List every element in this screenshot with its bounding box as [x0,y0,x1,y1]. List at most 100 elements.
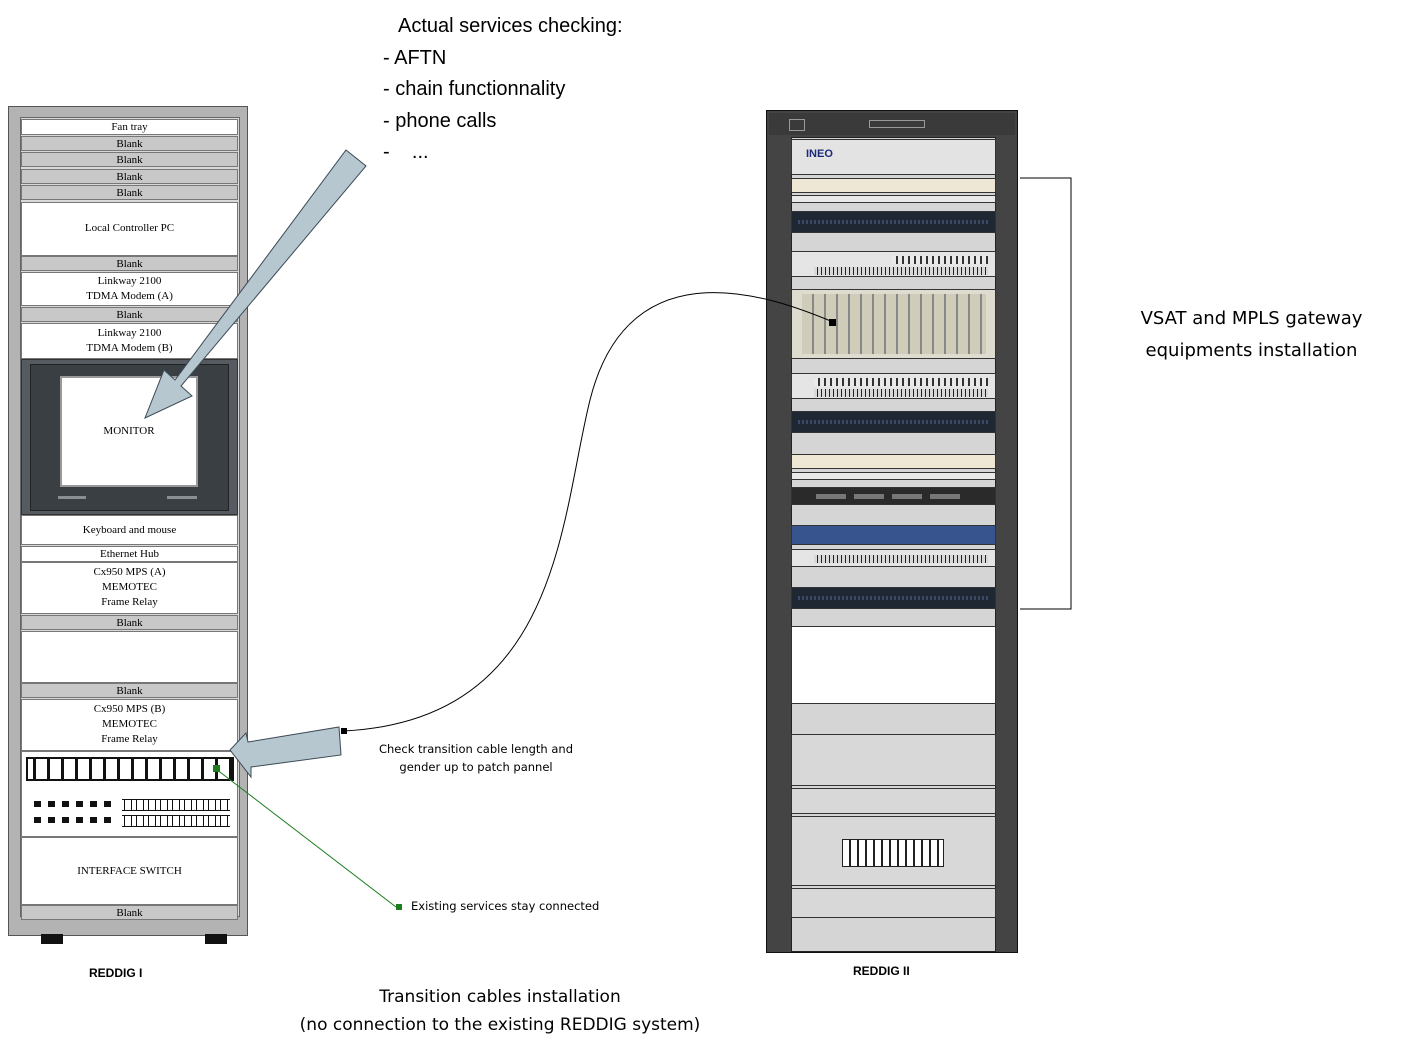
switch-leds [34,817,116,823]
keyboard-unit: Keyboard and mouse [21,515,238,545]
check-annotation-line: Check transition cable length and [378,742,574,756]
existing-services-marker [213,765,220,772]
switch-leds [34,801,116,807]
router-device [791,587,996,609]
bottom-annotation: Transition cables installation (no conne… [270,983,730,1039]
modem-a-sublabel: TDMA Modem (A) [86,290,173,302]
mps-a-unit: Cx950 MPS (A) MEMOTEC Frame Relay [21,562,238,614]
monitor-button [58,496,86,499]
blank-unit: Blank [21,185,238,200]
modem-b-sublabel: TDMA Modem (B) [86,342,173,354]
spacer-device [791,195,996,203]
rack-reddig-2: INEO [766,110,1018,953]
rack-2-caption: REDDIG II [853,964,910,978]
gateway-bracket [1020,177,1072,610]
mps-a-vendor: MEMOTEC [102,581,157,593]
rack-1-foot [41,934,63,944]
local-controller-pc-unit: Local Controller PC [21,202,238,256]
power-panel [791,816,996,886]
modem-a-unit: Linkway 2100 TDMA Modem (A) [21,272,238,306]
monitor-label: MONITOR [103,425,155,437]
mps-b-unit: Cx950 MPS (B) MEMOTEC Frame Relay [21,699,238,751]
gateway-annotation: VSAT and MPLS gateway equipments install… [1090,303,1413,367]
mps-b-vendor: MEMOTEC [102,718,157,730]
cable-end-marker [341,728,347,734]
spacer-device [791,472,996,480]
check-annotation-line: gender up to patch pannel [399,760,553,774]
bottom-annotation-line: (no connection to the existing REDDIG sy… [299,1015,701,1035]
check-arrow [229,726,342,779]
blank-label: Blank [116,617,143,629]
rack-1-caption: REDDIG I [89,966,143,980]
existing-services-annotation: Existing services stay connected [411,899,600,913]
blank-unit: Blank [21,169,238,184]
router-vent [798,220,988,224]
rack-2-top [769,113,1015,135]
blank-unit: Blank [21,152,238,167]
blank-label: Blank [116,907,143,919]
router-vent [798,596,988,600]
mps-a-label: Cx950 MPS (A) [93,566,166,578]
interface-switch-unit: INTERFACE SWITCH [21,837,238,905]
switch-ports [892,256,988,264]
bottom-annotation-line: Transition cables installation [379,987,621,1007]
services-note-item: - chain functionnality [383,78,566,100]
existing-services-line [215,768,397,908]
blank-unit: Blank [21,136,238,151]
chassis-device [791,289,996,359]
modem-b-unit: Linkway 2100 TDMA Modem (B) [21,323,238,359]
monitor-button [167,496,197,499]
services-note: Actual services checking: - AFTN - chain… [383,11,623,169]
transition-cable [343,292,834,732]
modem-device [791,454,996,469]
rack-2-vent-square [789,119,805,131]
mps-b-label: Cx950 MPS (B) [93,703,166,715]
ethernet-hub-label: Ethernet Hub [100,548,159,560]
switch-buttons [122,815,230,827]
patch-panel-unit [21,751,238,837]
blank-unit: Blank [21,615,238,630]
fan-tray-label: Fan tray [111,121,148,133]
blank-label: Blank [116,187,143,199]
blank-unit: Blank [21,683,238,698]
blank-label: Blank [116,154,143,166]
mps-b-type: Frame Relay [101,733,158,745]
modem-device [791,178,996,193]
router-device [791,211,996,233]
switch-buttons [122,799,230,811]
gateway-annotation-line: VSAT and MPLS gateway [1140,308,1363,329]
rack-2-vent-slot [869,120,925,128]
router-vent [798,420,988,424]
netgear-device [791,525,996,545]
blank-unit: Blank [21,256,238,271]
blank-label: Blank [116,138,143,150]
services-note-item: - AFTN [383,46,447,69]
blank-unit: Blank [21,905,238,920]
patch-panel-ports [26,757,234,781]
services-arrow [144,149,367,419]
breaker-strip [842,839,944,867]
blank-label: Blank [116,309,143,321]
gateway-annotation-line: equipments installation [1145,340,1358,361]
patch-ports [814,267,988,275]
blank-label: Blank [116,171,143,183]
ineo-unit: INEO [791,139,996,175]
monitor-unit: MONITOR [21,359,238,515]
mps-a-type: Frame Relay [101,596,158,608]
modem-b-label: Linkway 2100 [97,327,162,339]
patch-ports [814,555,988,563]
blank-panel [791,888,996,918]
ethernet-hub-unit: Ethernet Hub [21,546,238,562]
cable-end-marker [829,319,836,326]
services-note-item: - phone calls [383,109,497,132]
rack-1-foot [205,934,227,944]
check-annotation: Check transition cable length and gender… [346,740,606,776]
blank-label: Blank [116,685,143,697]
local-pc-label: Local Controller PC [84,222,175,234]
interface-switch-label: INTERFACE SWITCH [77,865,182,877]
ineo-logo: INEO [806,148,833,160]
empty-unit [21,631,238,683]
empty-slot [791,626,996,704]
fan-tray-unit: Fan tray [21,119,238,135]
